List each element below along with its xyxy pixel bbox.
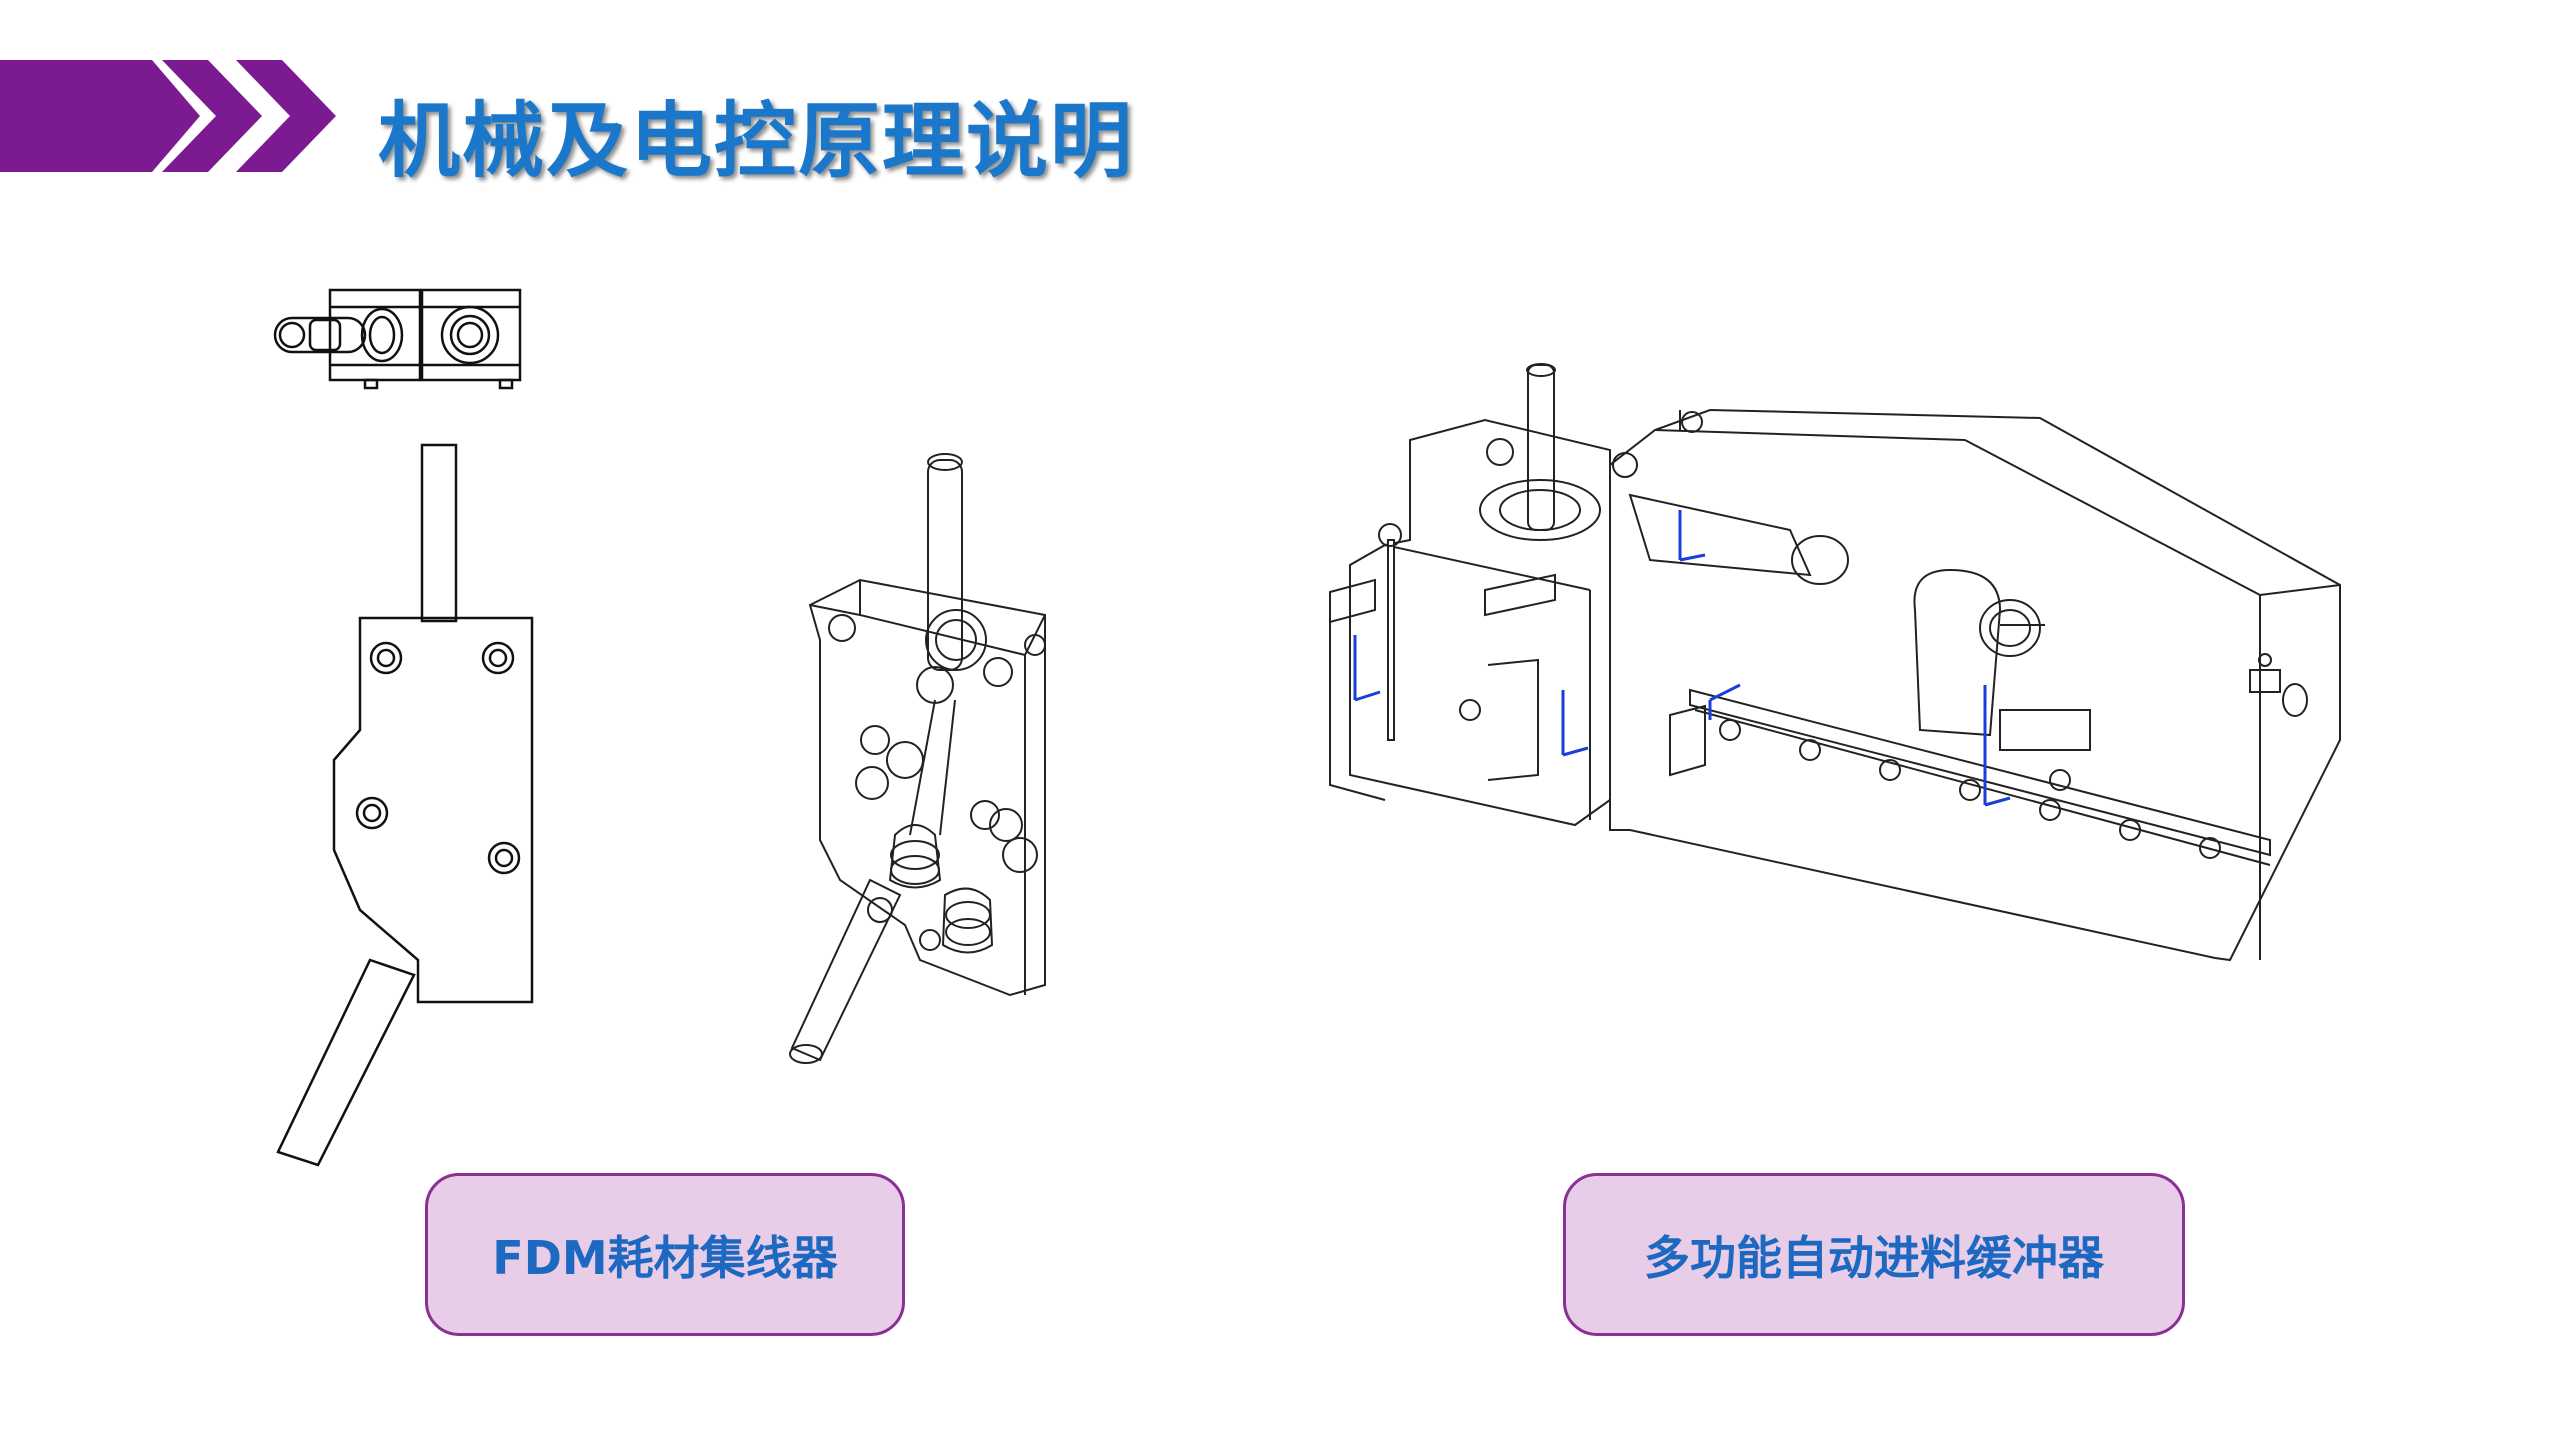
caption-text-feed-buffer: 多功能自动进料缓冲器 [1644,1230,2104,1285]
chevron-1 [162,60,262,172]
page-title: 机械及电控原理说明 [378,94,1135,189]
buffer-isometric-drawing [1329,363,2341,962]
banner-bar [0,60,200,172]
caption-auto-feed-buffer: 多功能自动进料缓冲器 [1563,1173,2185,1336]
caption-text-filament-hub: FDM耗材集线器 [492,1230,838,1285]
caption-fdm-filament-hub: FDM耗材集线器 [425,1173,905,1336]
chevron-2 [236,60,336,172]
header-chevron-banner [0,60,336,172]
hub-isometric-drawing [789,453,1046,1064]
hub-front-view-drawing [276,443,534,1167]
hub-top-view-drawing [273,288,522,390]
